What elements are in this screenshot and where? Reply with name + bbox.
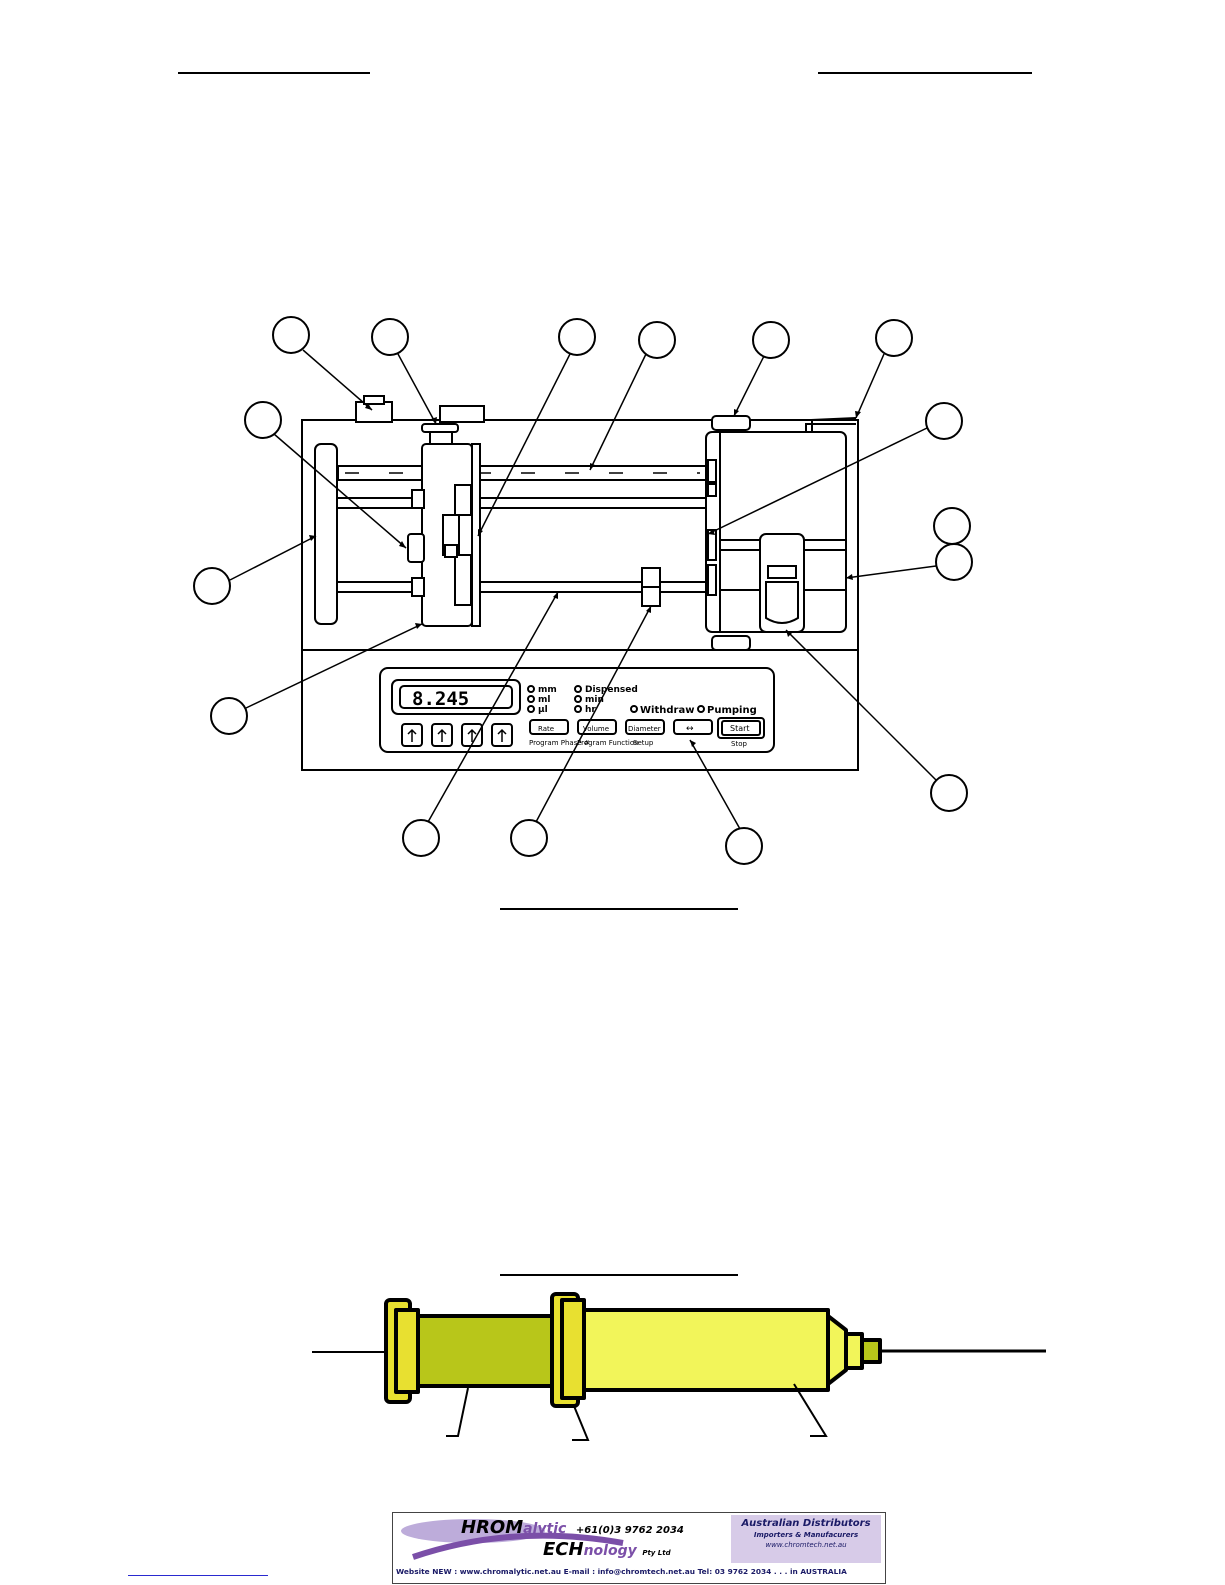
brand-line-2: ECHnology Pty Ltd: [543, 1539, 671, 1560]
unit-ml: ml: [538, 695, 550, 705]
brand-alytic: alytic: [523, 1521, 567, 1537]
callout-3: [558, 318, 596, 356]
callout-2: [371, 318, 409, 356]
header-rule-right: [818, 72, 1032, 74]
brand-line-1: HROMalytic +61(0)3 9762 2034: [461, 1517, 684, 1538]
top-thumbscrew: [711, 415, 751, 431]
footer-contact-line[interactable]: Website NEW : www.chromalytic.net.au E-m…: [396, 1567, 847, 1576]
release-button: [407, 533, 425, 563]
callout-7: [244, 401, 282, 439]
brand-phone: +61(0)3 9762 2034: [575, 1525, 684, 1536]
top-block: [439, 405, 485, 423]
direction-key-label: ↔: [686, 724, 694, 734]
figure1-caption-rule: [500, 908, 738, 910]
start-key-label: Start: [730, 724, 750, 733]
distributor-title: Australian Distributors: [741, 1518, 871, 1529]
callout-8: [925, 402, 963, 440]
unit-mm: mm: [538, 685, 557, 695]
distributor-web[interactable]: www.chromtech.net.au: [765, 1541, 847, 1549]
brand-hrom: HROM: [461, 1517, 524, 1538]
distributor-box: Australian Distributors Importers & Manu…: [731, 1515, 881, 1563]
diameter-key-label: Diameter: [628, 725, 661, 733]
volume-key: [577, 719, 617, 735]
footer-banner: HROMalytic +61(0)3 9762 2034 ECHnology P…: [392, 1512, 886, 1584]
brand-nology: nology: [583, 1543, 637, 1559]
brand-pty: Pty Ltd: [642, 1549, 671, 1557]
callout-4: [638, 321, 676, 359]
syringe-pump-diagram: 8.245 mm ml µl Dispensed min hr Withdraw…: [193, 316, 973, 865]
corner-link-underline[interactable]: [128, 1575, 268, 1576]
left-end-plate: [314, 443, 338, 625]
rate-key: [529, 719, 569, 735]
bottom-thumbscrew: [711, 635, 751, 651]
brand-logo: HROMalytic +61(0)3 9762 2034 ECHnology P…: [393, 1513, 729, 1565]
callout-5: [752, 321, 790, 359]
callout-13: [930, 774, 968, 812]
mode-dispensed: Dispensed: [585, 685, 638, 695]
stop-label: Stop: [731, 740, 747, 748]
callout-16: [725, 827, 763, 865]
callout-14: [402, 819, 440, 857]
distributor-sub: Importers & Manufacurers: [753, 1531, 859, 1539]
status-withdraw: Withdraw: [640, 705, 694, 716]
rate-key-label: Rate: [538, 725, 554, 733]
program-phase-label: Program Phase #: [529, 739, 590, 747]
figure2-caption-rule: [500, 1274, 738, 1276]
syringe-barrel: [578, 1308, 830, 1392]
status-pumping: Pumping: [707, 705, 757, 716]
mode-hr: hr: [585, 705, 596, 715]
unit-ul: µl: [538, 705, 548, 715]
callout-10: [935, 543, 973, 581]
header-rule-left: [178, 72, 370, 74]
brand-swoosh: [401, 1519, 624, 1560]
callout-12: [210, 697, 248, 735]
callout-11: [193, 567, 231, 605]
diameter-key: [625, 719, 665, 735]
syringe-hub: [826, 1314, 848, 1386]
syringe-finger-flange: [550, 1292, 580, 1408]
direction-key: [673, 719, 713, 735]
callout-9: [933, 507, 971, 545]
volume-key-label: Volume: [583, 725, 609, 733]
setup-label: Setup: [633, 739, 654, 747]
program-function-label: Program Function: [577, 739, 639, 747]
mode-min: min: [585, 695, 604, 705]
lcd-value: 8.245: [412, 688, 469, 710]
callout-6: [875, 319, 913, 357]
brand-ech: ECH: [543, 1539, 584, 1560]
syringe-thumb-rest: [384, 1298, 412, 1404]
syringe-plunger-rod: [410, 1314, 560, 1388]
callout-15: [510, 819, 548, 857]
callout-1: [272, 316, 310, 354]
